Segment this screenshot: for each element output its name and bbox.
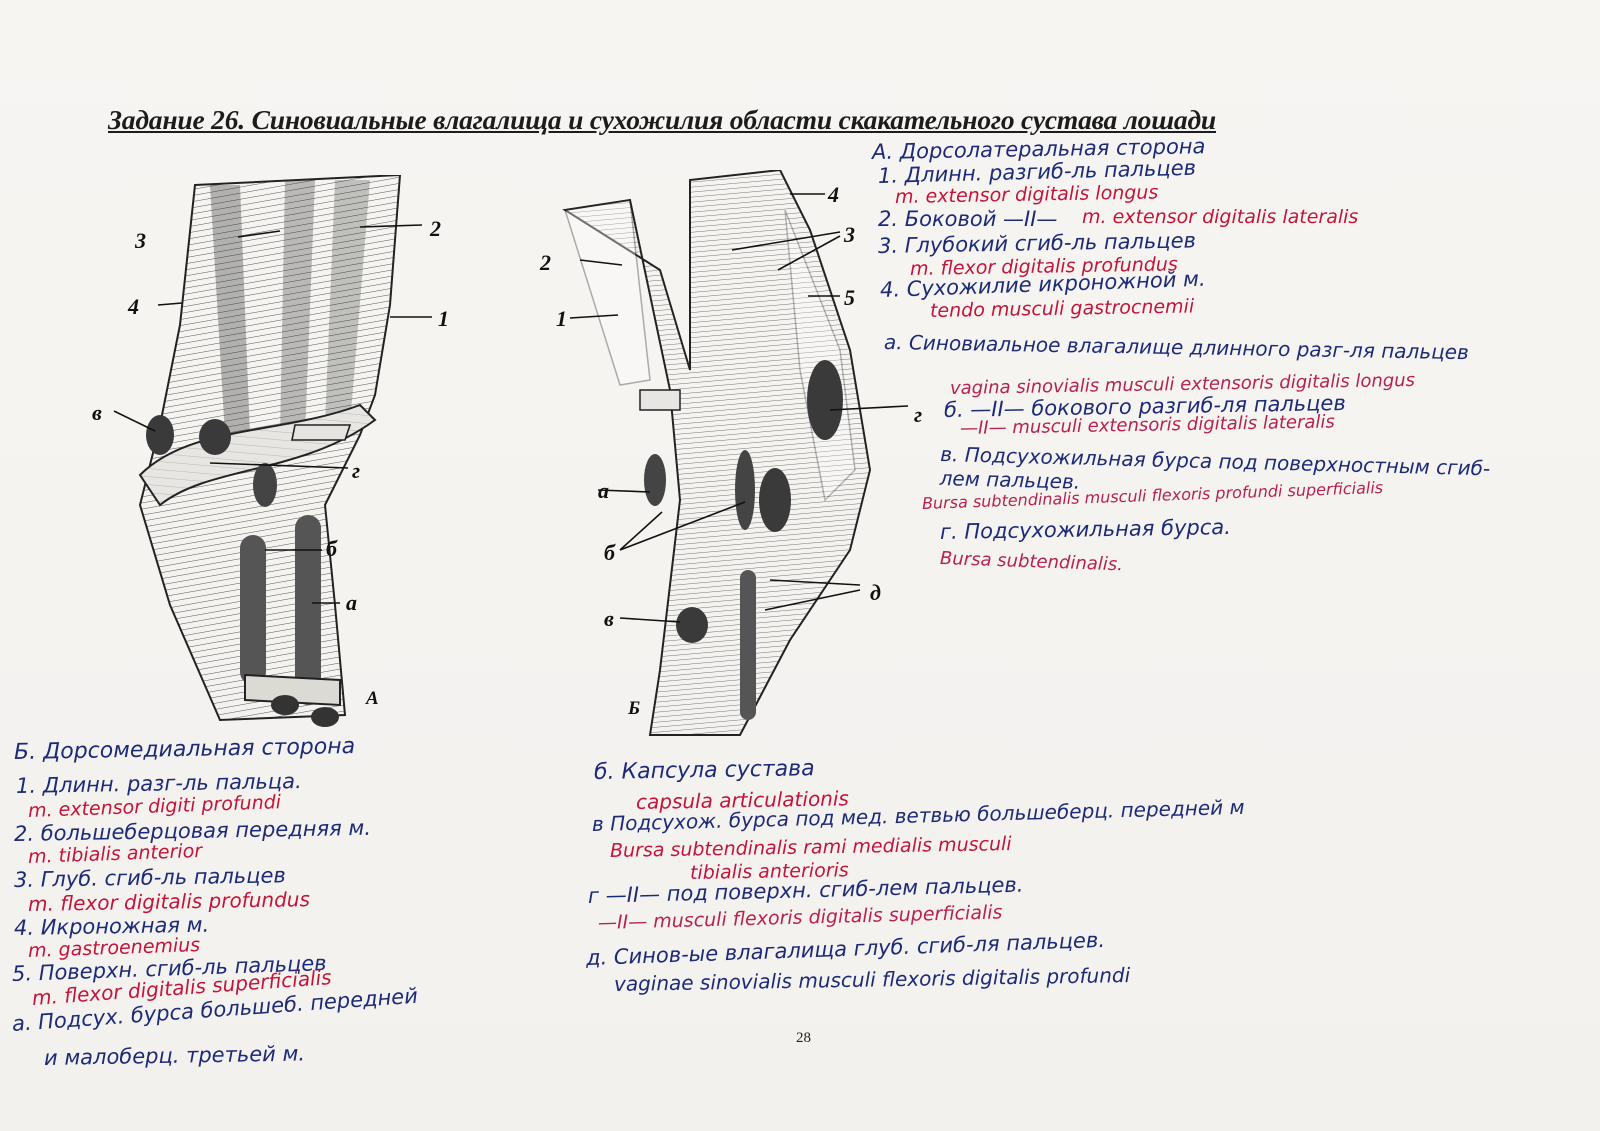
- figure-a-label-2: 2: [430, 216, 441, 241]
- notes-bottom-item-b: б. Капсула сустава: [593, 756, 815, 785]
- figure-a-label-1: 1: [438, 306, 449, 331]
- notes-bottom-item-v-latin: Bursa subtendinalis rami medialis muscul…: [609, 832, 1012, 862]
- figure-a-label-a: а: [346, 590, 357, 615]
- figure-b-label-v: в: [604, 606, 614, 631]
- notes-bottom-item-d-latin: vaginae sinovialis musculi flexoris digi…: [613, 962, 1131, 996]
- notes-right-item-4-latin: tendo musculi gastrocnemii: [929, 295, 1195, 322]
- notes-right-item-1-latin: m. extensor digitalis longus: [894, 181, 1159, 208]
- figure-b-label-a: а: [598, 478, 609, 503]
- page-title: Задание 26. Синовиальные влагалища и сух…: [108, 104, 1216, 135]
- page-number: 28: [796, 1030, 811, 1046]
- figure-b-label-3: 3: [844, 222, 855, 247]
- figure-a-label-b: б: [326, 536, 337, 561]
- notes-left-item-3-latin: m. flexor digitalis profundus: [27, 887, 311, 916]
- notes-right-item-g: г. Подсухожильная бурса.: [939, 514, 1232, 544]
- figure-b-label-g: г: [914, 402, 923, 427]
- figure-b-caption: Б: [628, 698, 641, 719]
- notes-left-item-2-latin: m. tibialis anterior: [27, 839, 203, 868]
- notes-left-item-a-line2: и малоберц. третьей м.: [43, 1041, 306, 1070]
- notes-right-item-g-latin: Bursa subtendinalis.: [939, 548, 1124, 576]
- figure-b-label-1: 1: [556, 306, 567, 331]
- figure-a-label-g: г: [352, 458, 361, 483]
- notes-left-heading: Б. Дорсомедиальная сторона: [13, 734, 356, 765]
- figure-a-illustration: [113, 175, 432, 727]
- notes-right-item-2-latin: m. extensor digitalis lateralis: [1082, 206, 1359, 228]
- figure-b-label-4: 4: [828, 182, 839, 207]
- figure-b-label-b: б: [604, 540, 615, 565]
- figure-a-caption: А: [366, 688, 379, 709]
- figure-a-label-4: 4: [128, 294, 139, 319]
- notes-right-item-2: 2. Боковой —II—: [878, 207, 1058, 231]
- notes-bottom-item-d: д. Синов-ые влагалища глуб. сгиб-ля паль…: [585, 927, 1106, 970]
- notes-bottom-item-g-latin: —II— musculi flexoris digitalis superfic…: [597, 901, 1003, 934]
- notes-right-item-a: а. Синовиальное влагалище длинного разг-…: [883, 330, 1470, 365]
- figure-b-label-d: д: [870, 580, 881, 605]
- figure-b-illustration: [562, 170, 909, 736]
- figure-a-label-v: в: [92, 400, 102, 425]
- figure-b-label-5: 5: [844, 285, 855, 310]
- figure-b-label-2: 2: [540, 250, 551, 275]
- figure-a-label-3: 3: [135, 228, 146, 253]
